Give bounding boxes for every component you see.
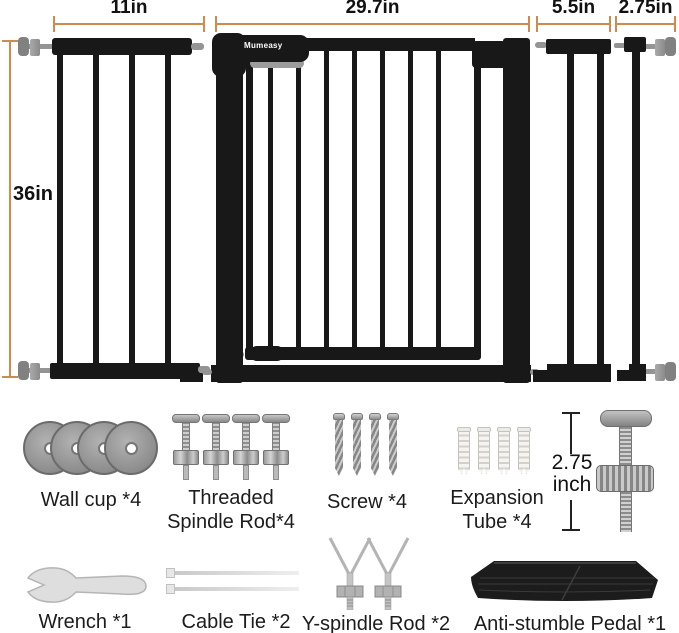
door-bar xyxy=(436,50,441,350)
dimension-label: 2.75in xyxy=(618,0,673,18)
y-spindle-rod-icon xyxy=(328,537,410,610)
panel-bar xyxy=(57,54,63,364)
spindle-threaded-shaft xyxy=(619,427,632,467)
dimension-line xyxy=(215,16,530,32)
part-label: Anti-stumble Pedal *1 xyxy=(473,613,667,633)
spindle-knurled-nut xyxy=(596,465,654,492)
part-label: Wall cup *4 xyxy=(40,489,142,511)
threaded-spindle-rod-icon xyxy=(172,414,200,480)
dimension-label: 11in xyxy=(110,0,148,18)
door-stile xyxy=(474,62,481,350)
panel-top-rail xyxy=(52,38,192,55)
panel-bottom-rail xyxy=(547,364,611,372)
screw-icon xyxy=(367,413,383,478)
mini-panel-bottom-block xyxy=(617,370,646,381)
panel-bar xyxy=(632,51,640,365)
panel-bar xyxy=(597,53,604,365)
door-bar xyxy=(296,50,301,350)
part-label: Threaded xyxy=(188,487,274,509)
panel-bottom-step xyxy=(180,373,203,382)
dimension-line xyxy=(615,16,676,32)
expansion-tube-icon xyxy=(477,427,491,474)
screw-icon xyxy=(349,413,365,478)
spindle-knob xyxy=(18,361,29,380)
door-bar xyxy=(268,50,273,350)
spindle-nut xyxy=(30,39,40,56)
gate-left-post xyxy=(216,52,243,383)
gate-handle xyxy=(230,35,309,62)
height-dimension-label: 36in xyxy=(13,183,54,205)
dimension-label: 5.5in xyxy=(551,0,596,18)
panel-bottom-rail xyxy=(50,363,200,379)
spindle-nut xyxy=(30,363,40,380)
brand-logo: Mumeasy xyxy=(244,41,283,50)
door-bar xyxy=(324,50,329,350)
expansion-tube-icon xyxy=(457,427,471,474)
spindle-knob xyxy=(665,37,676,56)
wall-cup-icon xyxy=(104,421,158,475)
dimension-line xyxy=(570,412,572,454)
top-dimension-29-7in: 29.7in xyxy=(215,0,530,32)
dimension-line xyxy=(536,16,611,32)
dimension-tick xyxy=(562,529,580,531)
dimension-label: 29.7in xyxy=(345,0,400,18)
panel-bar xyxy=(567,53,574,365)
dimension-value: 2.75 xyxy=(551,451,593,474)
handle-trigger xyxy=(250,59,304,68)
top-dimension-5-5in: 5.5in xyxy=(536,0,611,32)
panel-top-rail xyxy=(546,39,611,54)
wrench-icon xyxy=(26,567,147,603)
part-label: Screw *4 xyxy=(326,491,408,513)
spindle-nut xyxy=(655,39,665,56)
top-dimension-11in: 11in xyxy=(53,0,205,32)
expansion-tube-icon xyxy=(497,427,511,474)
gate-base-bar xyxy=(211,365,531,382)
panel-bottom-rail xyxy=(533,370,611,382)
cable-tie-icon xyxy=(166,584,300,594)
base-pin xyxy=(202,369,212,375)
door-bar xyxy=(380,50,385,350)
threaded-spindle-rod-icon xyxy=(232,414,260,480)
connector-pin xyxy=(614,43,625,48)
spindle-threaded-shaft xyxy=(620,492,632,532)
panel-bar xyxy=(93,54,99,364)
door-bottom-rail xyxy=(245,347,481,360)
top-dimension-2-75in: 2.75in xyxy=(615,0,676,32)
dimension-line xyxy=(570,500,572,531)
threaded-spindle-rod-icon xyxy=(202,414,230,480)
door-stile xyxy=(246,50,253,350)
height-dimension-line xyxy=(2,40,18,378)
screw-icon xyxy=(331,413,347,478)
dimension-unit: inch xyxy=(552,473,592,496)
part-label: Cable Tie *2 xyxy=(181,611,291,633)
anti-stumble-pedal-icon xyxy=(471,561,658,601)
spindle-knob xyxy=(665,362,676,381)
expansion-tube-icon xyxy=(517,427,531,474)
gate-right-post xyxy=(503,38,530,383)
dimension-label: 2.75 inch xyxy=(548,452,596,496)
screw-icon xyxy=(385,413,401,478)
part-label: Y-spindle Rod *2 xyxy=(301,613,451,633)
part-label: Spindle Rod*4 xyxy=(167,511,295,533)
gate-top-rail xyxy=(300,38,475,51)
spindle-cap xyxy=(600,410,652,427)
door-bar xyxy=(408,50,413,350)
panel-bar xyxy=(129,54,135,364)
connector-pin xyxy=(535,42,547,48)
spindle-knob xyxy=(18,37,29,56)
dimension-line xyxy=(53,16,205,32)
part-label: Wrench *1 xyxy=(38,611,132,633)
mini-panel-bottom-block xyxy=(629,364,646,372)
cable-tie-icon xyxy=(166,568,300,578)
door-bar xyxy=(352,50,357,350)
latch-bracket xyxy=(472,41,506,68)
part-label: Expansion xyxy=(450,487,544,509)
spindle-nut xyxy=(655,364,665,381)
threaded-spindle-rod-icon xyxy=(262,414,290,480)
hinge-block xyxy=(250,346,284,361)
mini-panel-top-block xyxy=(624,37,646,52)
part-label: Tube *4 xyxy=(462,511,532,533)
panel-bar xyxy=(165,54,171,364)
connector-pin xyxy=(191,43,204,50)
